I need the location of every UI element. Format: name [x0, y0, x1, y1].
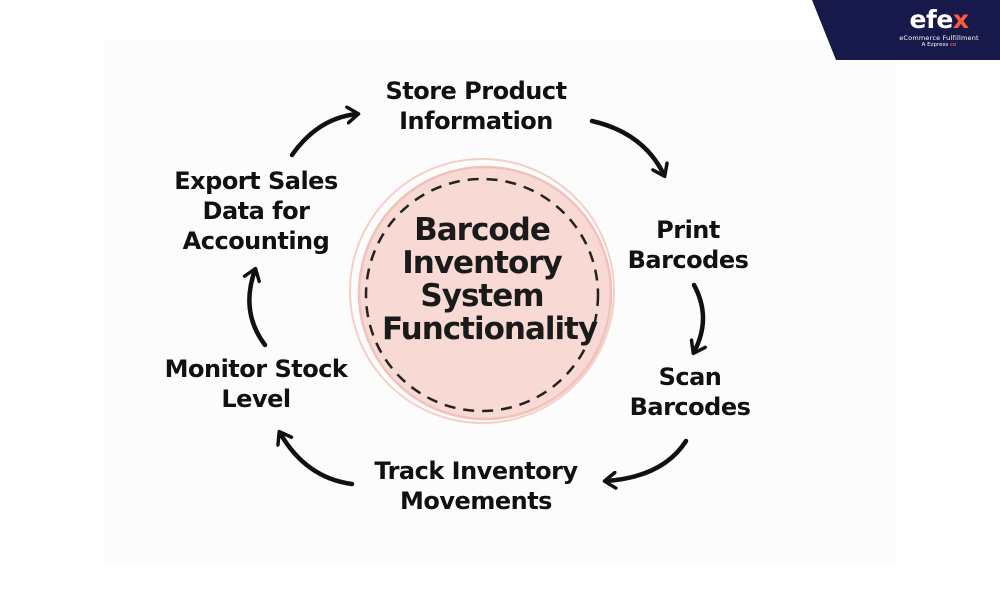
center-title-line: System — [420, 278, 544, 314]
step-print-barcodes: Print Barcodes — [628, 215, 749, 275]
step-label-line: Level — [221, 385, 291, 413]
step-label-line: Scan — [658, 363, 722, 391]
efex-logo[interactable]: efex eCommerce Fulfillment A Ezpress co — [884, 6, 994, 49]
step-label-line: Data for — [202, 197, 310, 225]
logo-word-accent: x — [952, 5, 969, 34]
step-track-inventory-movements: Track Inventory Movements — [374, 456, 578, 516]
filled-circle — [357, 165, 613, 421]
logo-tagline-prefix: A Ezpress — [921, 42, 950, 48]
logo-tagline: A Ezpress co — [884, 42, 994, 49]
arrow-scan-to-track — [606, 438, 689, 481]
step-export-sales-data: Export Sales Data for Accounting — [174, 166, 338, 256]
step-monitor-stock-level: Monitor Stock Level — [165, 354, 348, 414]
logo-wordmark: efex — [884, 6, 994, 34]
step-label-line: Barcodes — [627, 246, 749, 274]
center-title-line: Functionality — [382, 311, 598, 347]
arrow-export-to-store — [289, 114, 357, 158]
center-title-line: Barcode — [414, 212, 551, 248]
step-label-line: Movements — [400, 487, 552, 515]
step-label-line: Barcodes — [629, 393, 751, 421]
arrow-print-to-scan — [694, 282, 703, 352]
step-label-line: Track Inventory — [374, 457, 578, 485]
arrow-store-to-print — [589, 118, 664, 175]
logo-tagline-accent: co — [949, 42, 957, 48]
step-label-line: Accounting — [182, 227, 330, 255]
step-label-line: Monitor Stock — [164, 355, 348, 383]
center-title: Barcode Inventory System Functionality — [382, 212, 598, 347]
dashed-ring — [364, 177, 600, 413]
step-label-line: Information — [399, 107, 553, 135]
step-label-line: Store Product — [385, 77, 567, 105]
logo-subtitle: eCommerce Fulfillment — [899, 34, 979, 42]
step-label-line: Print — [656, 216, 720, 244]
arrow-track-to-monitor — [280, 433, 355, 487]
step-store-product-information: Store Product Information — [385, 76, 567, 136]
step-scan-barcodes: Scan Barcodes — [630, 362, 751, 422]
step-label-line: Export Sales — [174, 167, 338, 195]
outer-ring — [349, 158, 615, 424]
center-circle — [349, 158, 615, 424]
logo-word-prefix: efe — [909, 5, 954, 34]
center-title-line: Inventory — [402, 245, 563, 281]
arrow-monitor-to-export — [249, 270, 268, 348]
